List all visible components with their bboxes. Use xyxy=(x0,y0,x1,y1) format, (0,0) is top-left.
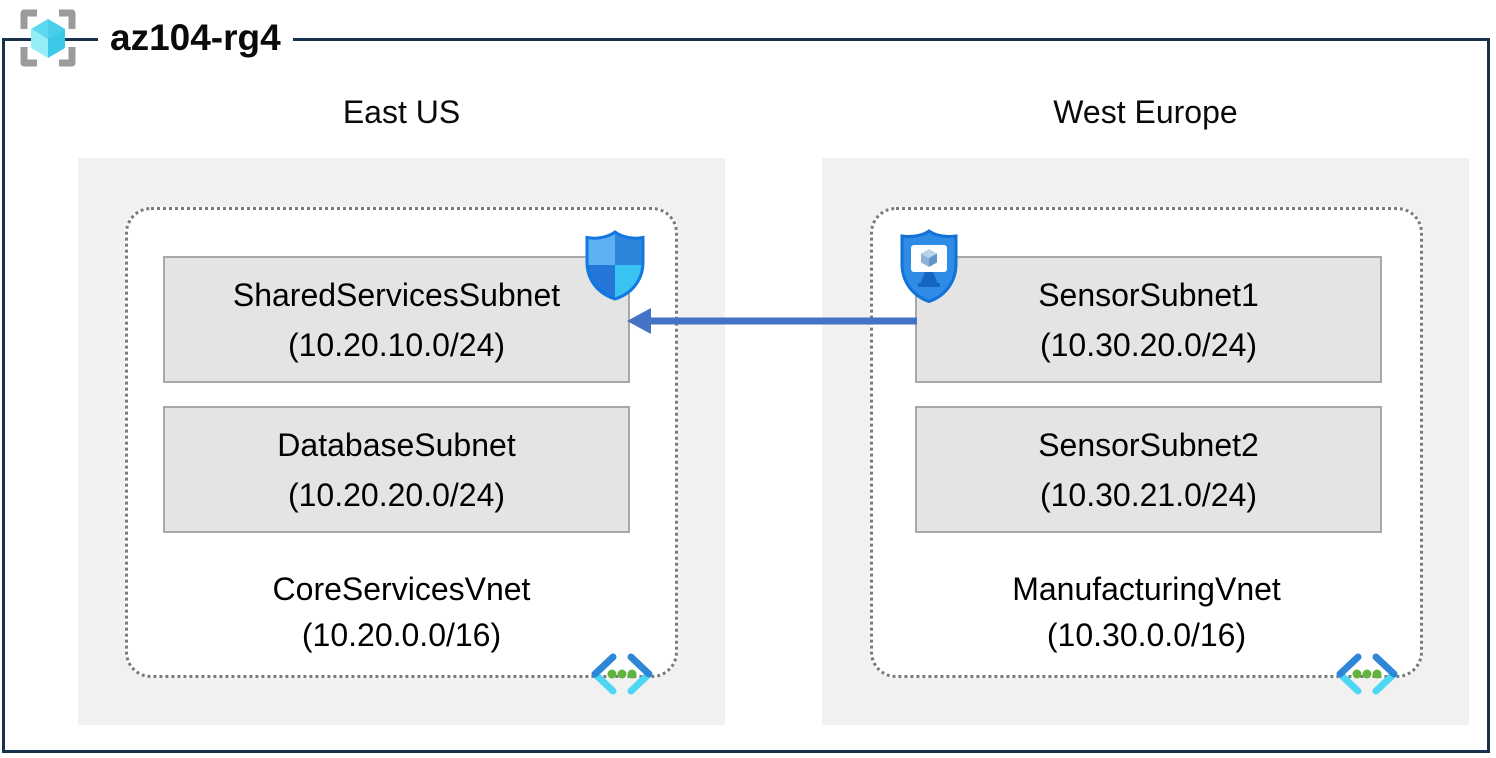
subnet-sensorsubnet1: SensorSubnet1 (10.30.20.0/24) xyxy=(915,256,1382,383)
peering-arrow xyxy=(627,308,917,334)
region-label-west-europe: West Europe xyxy=(1053,94,1238,130)
virtual-network-icon xyxy=(591,653,653,695)
cube-glyph xyxy=(921,249,937,267)
subnet-cidr: (10.30.20.0/24) xyxy=(1039,326,1258,363)
vnet-cidr: (10.30.0.0/16) xyxy=(1046,617,1247,653)
subnet-name: SensorSubnet1 xyxy=(1038,276,1259,313)
vnet-name: CoreServicesVnet xyxy=(272,571,531,607)
cube-glyph xyxy=(31,19,65,58)
network-security-group-shield-icon xyxy=(585,230,645,301)
subnet-sensorsubnet2: SensorSubnet2 (10.30.21.0/24) xyxy=(915,406,1382,533)
vnet-label-manufacturingvnet: ManufacturingVnet (10.30.0.0/16) xyxy=(870,566,1423,658)
diagram-title: az104-rg4 xyxy=(98,12,293,64)
vnet-label-coreservicesvnet: CoreServicesVnet (10.20.0.0/16) xyxy=(125,566,678,658)
subnet-cidr: (10.30.21.0/24) xyxy=(1039,476,1258,513)
subnet-cidr: (10.20.10.0/24) xyxy=(287,326,506,363)
subnet-databasesubnet: DatabaseSubnet (10.20.20.0/24) xyxy=(163,406,630,533)
application-security-group-shield-icon xyxy=(900,229,958,303)
vnet-cidr: (10.20.0.0/16) xyxy=(301,617,502,653)
resource-group-icon xyxy=(20,9,76,67)
subnet-name: DatabaseSubnet xyxy=(277,426,516,463)
resource-group-boundary xyxy=(2,38,1490,753)
subnet-name: SensorSubnet2 xyxy=(1038,426,1259,463)
vnet-name: ManufacturingVnet xyxy=(1012,571,1281,607)
subnet-name: SharedServicesSubnet xyxy=(232,276,561,313)
subnet-cidr: (10.20.20.0/24) xyxy=(287,476,506,513)
region-label-east-us: East US xyxy=(342,94,461,130)
subnet-sharedservicessubnet: SharedServicesSubnet (10.20.10.0/24) xyxy=(163,256,630,383)
virtual-network-icon xyxy=(1336,653,1398,695)
monitor-stand-glyph xyxy=(918,272,940,287)
